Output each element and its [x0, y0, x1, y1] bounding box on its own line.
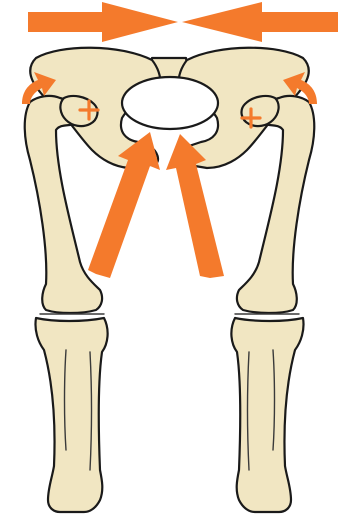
- right-tibia: [231, 318, 303, 512]
- pelvic-inlet: [122, 77, 218, 129]
- right-compression-arrow: [182, 2, 338, 42]
- left-compression-arrow: [28, 2, 178, 42]
- left-tibia: [35, 318, 107, 512]
